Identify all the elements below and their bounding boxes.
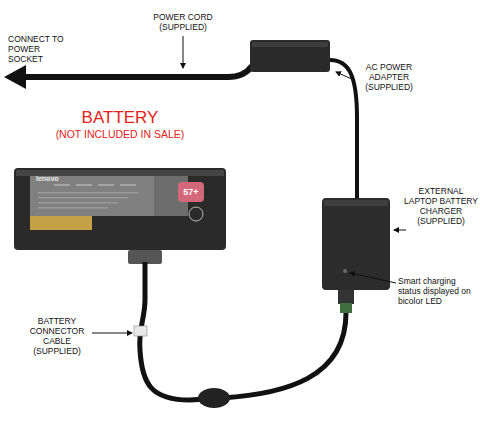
socket-arrowhead — [4, 65, 26, 89]
callout-label: AC POWER ADAPTER (SUPPLIED) — [356, 62, 422, 92]
dc-cable — [330, 60, 357, 200]
leader-arrow — [350, 273, 396, 283]
ferrite-bead — [198, 388, 230, 408]
connector-cable — [140, 262, 346, 400]
leader-arrow — [336, 72, 354, 80]
battery-connector — [128, 250, 162, 264]
cable-tie — [134, 326, 147, 336]
sticker-print — [38, 207, 108, 209]
leader-arrow — [394, 230, 406, 231]
callout-label: CONNECT TO POWER SOCKET — [8, 34, 76, 64]
leader-arrow — [183, 36, 184, 68]
capacity-badge — [178, 182, 204, 202]
sticker-print — [54, 184, 70, 186]
battery-note: (NOT INCLUDED IN SALE) — [50, 128, 190, 141]
status-led — [343, 269, 347, 273]
power-cord — [24, 66, 252, 77]
sticker-print — [120, 184, 136, 186]
warning-sticker — [30, 216, 92, 230]
callout-label: BATTERY CONNECTOR CABLE (SUPPLIED) — [22, 316, 92, 356]
charger-plug — [338, 290, 354, 304]
capacity-badge-text: 57+ — [178, 187, 204, 198]
ac-adapter — [250, 40, 330, 72]
adapter-highlight — [252, 42, 328, 47]
callout-label: EXTERNAL LAPTOP BATTERY CHARGER (SUPPLIE… — [404, 186, 478, 226]
sticker-print — [38, 202, 118, 204]
recycle-mark — [189, 207, 203, 221]
sticker-print — [98, 184, 114, 186]
callout-label: Smart charging status displayed on bicol… — [398, 276, 480, 306]
charger-plug-tip — [340, 303, 352, 313]
sticker-print — [38, 192, 138, 194]
leader-arrow — [92, 333, 132, 334]
brand-text: lenovo — [36, 174, 76, 183]
sticker-print — [76, 184, 92, 186]
charger-box — [322, 198, 390, 290]
battery-shell — [14, 168, 226, 250]
battery-heading: BATTERY — [50, 108, 190, 127]
battery-node: BATTERY(NOT INCLUDED IN SALE) lenovo 57+ — [14, 108, 228, 252]
charger-highlight — [324, 200, 388, 206]
sticker-print — [38, 197, 128, 199]
callout-label: POWER CORD (SUPPLIED) — [146, 12, 220, 32]
